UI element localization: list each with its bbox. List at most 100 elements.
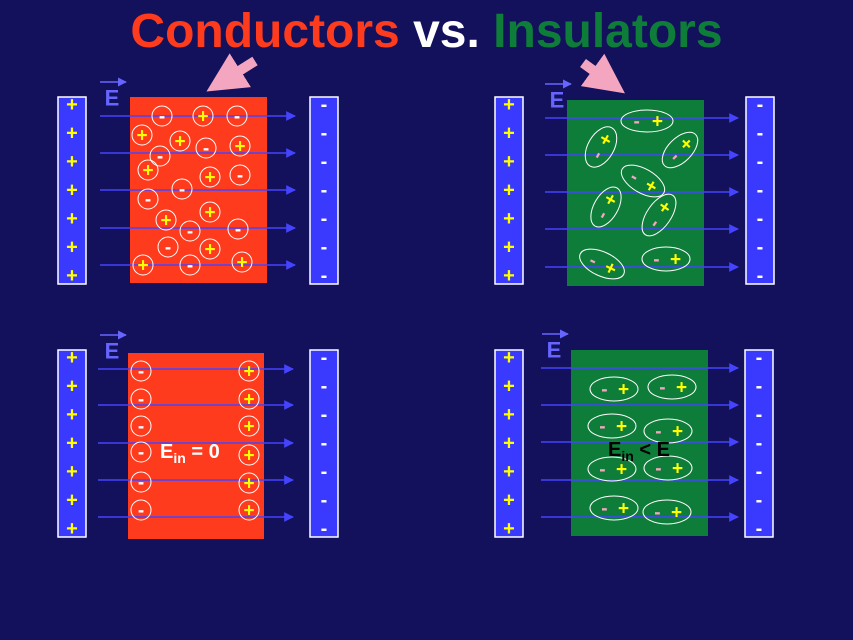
dipole-molecule: -+ bbox=[589, 495, 639, 521]
negative-charge-ring bbox=[171, 178, 193, 200]
right-plate-top-right-symbol: - bbox=[757, 123, 764, 145]
right-plate-top-right-symbol: - bbox=[757, 265, 764, 287]
right-plate-bottom-right-symbol: - bbox=[756, 404, 763, 426]
negative-charge-ring bbox=[130, 471, 152, 493]
dipole-outline bbox=[647, 374, 697, 400]
dipole-negative: - bbox=[601, 499, 607, 520]
left-plate-bottom-left-symbol: + bbox=[66, 518, 78, 540]
negative-charge: - bbox=[235, 220, 241, 241]
left-plate-top-right-symbol: + bbox=[503, 94, 515, 116]
right-plate-bottom-left-symbol: - bbox=[321, 347, 328, 369]
negative-charge-ring bbox=[130, 415, 152, 437]
negative-charge-ring bbox=[227, 218, 249, 240]
right-plate-top-left-symbol: - bbox=[321, 94, 328, 116]
right-plate-bottom-right-body bbox=[744, 349, 774, 538]
left-plate-top-right: +++++++ bbox=[494, 94, 524, 287]
positive-charge: + bbox=[234, 137, 245, 158]
dipole-positive: + bbox=[618, 380, 629, 401]
negative-charge-ring bbox=[130, 388, 152, 410]
left-plate-top-right-symbol: + bbox=[503, 180, 515, 202]
dipole-molecule: -+ bbox=[620, 109, 674, 133]
negative-charge-ring bbox=[226, 105, 248, 127]
dipole-outline bbox=[661, 131, 699, 169]
right-plate-bottom-left-symbol: - bbox=[321, 518, 328, 540]
left-plate-bottom-left-symbol: + bbox=[66, 490, 78, 512]
negative-charge-ring bbox=[157, 236, 179, 258]
positive-charge: + bbox=[197, 107, 208, 128]
dipole-positive: + bbox=[652, 112, 663, 133]
dipole-molecule: -+ bbox=[643, 455, 693, 481]
negative-charge: - bbox=[237, 166, 243, 187]
positive-charge-ring bbox=[199, 238, 221, 260]
dipole-negative: - bbox=[653, 250, 659, 271]
right-plate-top-left-symbol: - bbox=[321, 123, 328, 145]
negative-charge-ring bbox=[179, 220, 201, 242]
dipole-negative: - bbox=[633, 112, 639, 133]
negative-charge: - bbox=[187, 256, 193, 277]
dipole-negative: - bbox=[601, 380, 607, 401]
left-plate-top-left-body bbox=[57, 96, 87, 285]
insulator-inside-field-label: Ein < E bbox=[608, 439, 670, 464]
positive-charge: + bbox=[243, 474, 254, 495]
left-plate-bottom-right: +++++++ bbox=[494, 347, 524, 540]
right-plate-top-left-symbol: - bbox=[321, 265, 328, 287]
left-plate-top-left-symbol: + bbox=[66, 151, 78, 173]
positive-charge: + bbox=[137, 256, 148, 277]
positive-charge: + bbox=[174, 132, 185, 153]
left-plate-bottom-right-symbol: + bbox=[503, 518, 515, 540]
positive-charge: + bbox=[236, 253, 247, 274]
negative-charge: - bbox=[138, 473, 144, 494]
field-label: E bbox=[547, 338, 562, 363]
conductor-inside-field-label: Ein = 0 bbox=[160, 441, 220, 466]
right-plate-top-left-symbol: - bbox=[321, 237, 328, 259]
negative-charge: - bbox=[138, 501, 144, 522]
negative-charge-ring bbox=[149, 145, 171, 167]
surface-charges-bottom-left: ------++++++Ein = 0 bbox=[130, 360, 260, 522]
right-plate-bottom-left-symbol: - bbox=[321, 461, 328, 483]
dipole-molecule: -+ bbox=[643, 418, 693, 444]
field-label: E bbox=[105, 339, 120, 364]
left-plate-bottom-left-symbol: + bbox=[66, 347, 78, 369]
negative-charge: - bbox=[234, 107, 240, 128]
right-plate-bottom-right-symbol: - bbox=[756, 490, 763, 512]
positive-charge-ring bbox=[155, 209, 177, 231]
right-plate-top-right-symbol: - bbox=[757, 151, 764, 173]
left-plate-top-left-symbol: + bbox=[66, 123, 78, 145]
field-lines-top-right bbox=[545, 113, 739, 272]
right-plate-top-left: ------- bbox=[309, 94, 339, 287]
right-plate-bottom-right: ------- bbox=[744, 347, 774, 540]
left-plate-top-right-symbol: + bbox=[503, 237, 515, 259]
positive-charge: + bbox=[204, 240, 215, 261]
dipole-positive: + bbox=[672, 422, 683, 443]
positive-charge: + bbox=[243, 501, 254, 522]
dipole-outline bbox=[587, 456, 637, 482]
left-plate-top-right-symbol: + bbox=[503, 123, 515, 145]
dipole-outline bbox=[579, 248, 625, 280]
negative-charge: - bbox=[145, 190, 151, 211]
positive-charge-ring bbox=[238, 415, 260, 437]
dipole-molecule: -+ bbox=[641, 246, 691, 272]
negative-charge: - bbox=[138, 417, 144, 438]
right-plate-bottom-right-symbol: - bbox=[756, 461, 763, 483]
negative-charge: - bbox=[159, 107, 165, 128]
right-plate-bottom-right-symbol: - bbox=[756, 347, 763, 369]
field-lines-bottom-right bbox=[541, 363, 739, 522]
right-plate-top-left-body bbox=[309, 96, 339, 285]
right-plate-top-right-symbol: - bbox=[757, 237, 764, 259]
right-plate-top-left-symbol: - bbox=[321, 151, 328, 173]
negative-charge-ring bbox=[151, 105, 173, 127]
negative-charge-ring bbox=[130, 360, 152, 382]
right-plate-bottom-left-body bbox=[309, 349, 339, 538]
dipole-molecule: -+ bbox=[642, 499, 692, 525]
field-label-bottom-right: E bbox=[542, 329, 569, 363]
negative-charge-ring bbox=[130, 441, 152, 463]
left-plate-top-right-symbol: + bbox=[503, 265, 515, 287]
dipole-molecule: -+ bbox=[589, 376, 639, 402]
positive-charge: + bbox=[243, 446, 254, 467]
title-insulators: Insulators bbox=[493, 5, 723, 58]
right-plate-top-left-symbol: - bbox=[321, 208, 328, 230]
field-label: E bbox=[550, 88, 565, 113]
free-charges-top-left: -+-++-+-++---++---++-+ bbox=[131, 105, 253, 277]
left-plate-top-left: +++++++ bbox=[57, 94, 87, 287]
